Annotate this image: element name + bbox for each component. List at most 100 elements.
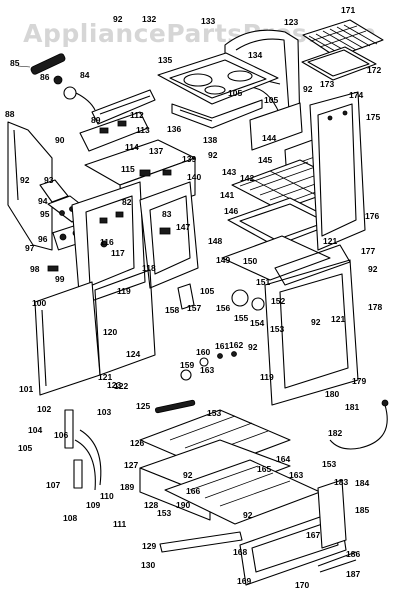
part-label-l119a: 119 [117, 286, 131, 296]
part-label-l152: 152 [271, 296, 285, 306]
part-label-l92c: 92 [208, 150, 218, 160]
part-label-l168: 168 [233, 547, 247, 557]
part-label-l170: 170 [295, 580, 309, 590]
part-172-drip-plate [301, 46, 377, 81]
part-label-l153d: 153 [157, 508, 171, 518]
part-125-handle [154, 399, 196, 414]
part-176-right-side-panel [309, 91, 366, 251]
part-98-screw [47, 265, 59, 272]
part-84-wire [63, 86, 96, 111]
part-label-l190: 190 [176, 500, 190, 510]
part-179-oven-door [264, 259, 359, 406]
part-label-l106: 106 [54, 430, 68, 440]
part-label-l92d: 92 [20, 175, 30, 185]
part-label-l110: 110 [100, 491, 114, 501]
part-label-l92f: 92 [311, 317, 321, 327]
part-label-l165: 165 [257, 464, 271, 474]
part-label-l105a: 105 [228, 88, 242, 98]
part-label-l164: 164 [276, 454, 290, 464]
part-label-l157: 157 [187, 303, 201, 313]
part-label-l146: 146 [224, 206, 238, 216]
part-label-l172: 172 [367, 65, 381, 75]
part-label-l189: 189 [120, 482, 134, 492]
part-171-top-rack [302, 19, 384, 58]
part-183-side-rail [317, 479, 347, 549]
part-label-l105c: 105 [200, 286, 214, 296]
part-label-l117: 117 [111, 248, 125, 258]
part-label-l137: 137 [149, 146, 163, 156]
part-label-l174: 174 [349, 90, 363, 100]
part-label-l155: 155 [234, 313, 248, 323]
part-label-l185: 185 [355, 505, 369, 515]
part-label-l151: 151 [256, 277, 270, 287]
part-102-bracket [64, 409, 74, 449]
part-label-l161: 161 [215, 341, 229, 351]
part-label-l156: 156 [216, 303, 230, 313]
part-label-l139: 139 [182, 154, 196, 164]
part-88-left-side-panel [7, 121, 53, 251]
part-label-l103: 103 [97, 407, 111, 417]
part-label-l105d: 105 [18, 443, 32, 453]
part-label-l121c: 121 [98, 372, 112, 382]
part-label-l163b: 163 [289, 470, 303, 480]
part-86-knob [53, 75, 63, 85]
part-label-l89: 89 [91, 115, 101, 125]
part-label-l113: 113 [136, 125, 150, 135]
part-label-l180: 180 [325, 389, 339, 399]
part-label-l108: 108 [63, 513, 77, 523]
part-label-l141: 141 [220, 190, 234, 200]
part-label-l148: 148 [208, 236, 222, 246]
part-label-l147: 147 [176, 222, 190, 232]
part-label-l83: 83 [162, 209, 172, 219]
part-label-l90: 90 [55, 135, 65, 145]
part-label-l186: 186 [346, 549, 360, 559]
part-label-l182: 182 [328, 428, 342, 438]
part-label-l127: 127 [124, 460, 138, 470]
part-label-l144: 144 [262, 133, 276, 143]
part-label-l120: 120 [103, 327, 117, 337]
part-label-l153a: 153 [270, 324, 284, 334]
part-label-l128: 128 [144, 500, 158, 510]
part-label-l118: 118 [142, 263, 156, 273]
part-label-l183: 183 [334, 477, 348, 487]
part-label-l125: 125 [136, 401, 150, 411]
part-label-l92i: 92 [243, 510, 253, 520]
part-label-l178: 178 [368, 302, 382, 312]
part-label-l93: 93 [44, 175, 54, 185]
part-label-l142: 142 [240, 173, 254, 183]
part-label-l121a: 121 [323, 236, 337, 246]
part-155-burner-ring [231, 289, 265, 311]
part-label-l138: 138 [203, 135, 217, 145]
part-label-l153b: 153 [207, 408, 221, 418]
part-label-l115: 115 [121, 164, 135, 174]
part-label-l119b: 119 [260, 372, 274, 382]
part-label-l104: 104 [28, 425, 42, 435]
part-144-back-panel [249, 102, 303, 151]
part-label-l175: 175 [366, 112, 380, 122]
part-label-l132: 132 [142, 14, 156, 24]
part-label-l153c: 153 [322, 459, 336, 469]
part-157-bracket [177, 283, 195, 310]
part-label-l116: 116 [100, 237, 114, 247]
part-label-l102: 102 [37, 404, 51, 414]
part-label-l123b: 123 [107, 380, 121, 390]
part-167-drawer-front [239, 509, 347, 586]
part-label-l129: 129 [142, 541, 156, 551]
part-label-l101: 101 [19, 384, 33, 394]
part-label-l122: 122 [114, 381, 128, 391]
part-label-l143: 143 [222, 167, 236, 177]
part-label-l86: 86 [40, 72, 50, 82]
part-106-hinge [73, 429, 102, 491]
part-label-l97: 97 [25, 243, 35, 253]
part-113-panel-insert [79, 111, 149, 152]
part-label-l84: 84 [80, 70, 90, 80]
part-label-l92g: 92 [248, 342, 258, 352]
part-83-side-bracket [139, 181, 199, 289]
part-label-l187: 187 [346, 569, 360, 579]
part-136-cooktop-front [171, 99, 263, 129]
part-label-l181: 181 [345, 402, 359, 412]
part-label-l82: 82 [122, 197, 132, 207]
part-label-l159: 159 [180, 360, 194, 370]
